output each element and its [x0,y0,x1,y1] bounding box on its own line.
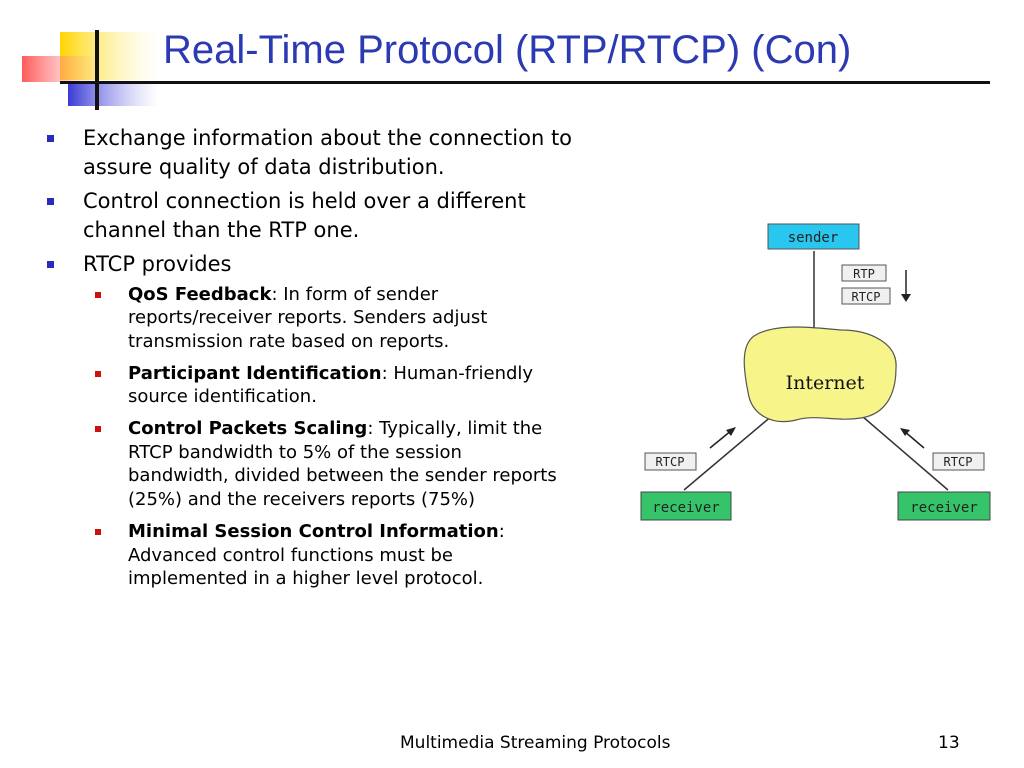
bullet-text: Exchange information about the connectio… [83,126,573,179]
bullet-text: RTCP provides [83,252,232,276]
sub-bullet-desc: : Human-friendly source identification. [128,362,534,408]
up-left-arrow-icon [900,428,910,436]
internet-cloud [743,326,897,423]
sub-bullet-marker [95,528,101,535]
receiver-box-right [897,491,991,521]
receiver-label-right: receiver [910,500,977,516]
bullet-marker [47,198,54,205]
sub-bullet-item: Control Packets Scaling: Typically, limi… [83,417,558,512]
rtp-tag [841,264,887,282]
bullet-item: RTCP provides QoS Feedback: In form of s… [44,250,604,591]
sender-label: sender [788,230,839,246]
receiver-label-left: receiver [652,500,719,516]
bullet-list: Exchange information about the connectio… [44,124,604,599]
rtcp-tag-right [932,452,985,471]
rtcp-tag-left [644,452,697,471]
sub-bullet-marker [95,426,101,433]
internet-label: Internet [786,372,865,394]
bullet-text: Control connection is held over a differ… [83,189,526,242]
rtp-label: RTP [853,267,875,281]
sender-box [767,223,860,250]
up-right-arrow-icon [726,427,736,436]
sub-bullet-list: QoS Feedback: In form of sender reports/… [83,283,604,591]
left-arrow-shaft [709,429,733,449]
rtcp-tag-top [841,287,891,305]
sub-bullet-item: QoS Feedback: In form of sender reports/… [83,283,558,354]
bullet-marker [47,135,54,142]
rtcp-label-left: RTCP [656,455,685,469]
slide-title: Real-Time Protocol (RTP/RTCP) (Con) [163,28,852,72]
sub-bullet-term: QoS Feedback [128,283,272,305]
sub-bullet-term: Control Packets Scaling [128,418,368,440]
title-underline [60,81,990,84]
sub-bullet-term: Minimal Session Control Information [128,520,499,542]
down-arrow-icon [901,294,911,302]
sub-bullet-marker [95,291,101,298]
page-number: 13 [938,733,960,753]
sub-bullet-marker [95,370,101,377]
corner-decoration [22,30,160,110]
right-arrow-shaft [903,430,925,449]
bullet-item: Control connection is held over a differ… [44,187,604,244]
sub-bullet-item: Minimal Session Control Information: Adv… [83,520,558,591]
sub-bullet-term: Participant Identification [128,362,382,384]
rtcp-label-right: RTCP [944,455,973,469]
sub-bullet-desc: : In form of sender reports/receiver rep… [128,283,488,352]
sub-bullet-desc: : Typically, limit the RTCP bandwidth to… [128,418,557,511]
sub-bullet-desc: : Advanced control functions must be imp… [128,520,505,590]
sub-bullet-item: Participant Identification: Human-friend… [83,362,558,409]
rtp-rtcp-diagram: Internet sender RTP RTCP RTCP RTCP recei… [640,223,991,521]
footer-title: Multimedia Streaming Protocols [400,733,671,753]
receiver-box-left [640,491,732,521]
bullet-marker [47,261,54,268]
bullet-item: Exchange information about the connectio… [44,124,604,181]
right-receiver-link-line [847,403,949,491]
rtcp-label-top: RTCP [852,290,881,304]
